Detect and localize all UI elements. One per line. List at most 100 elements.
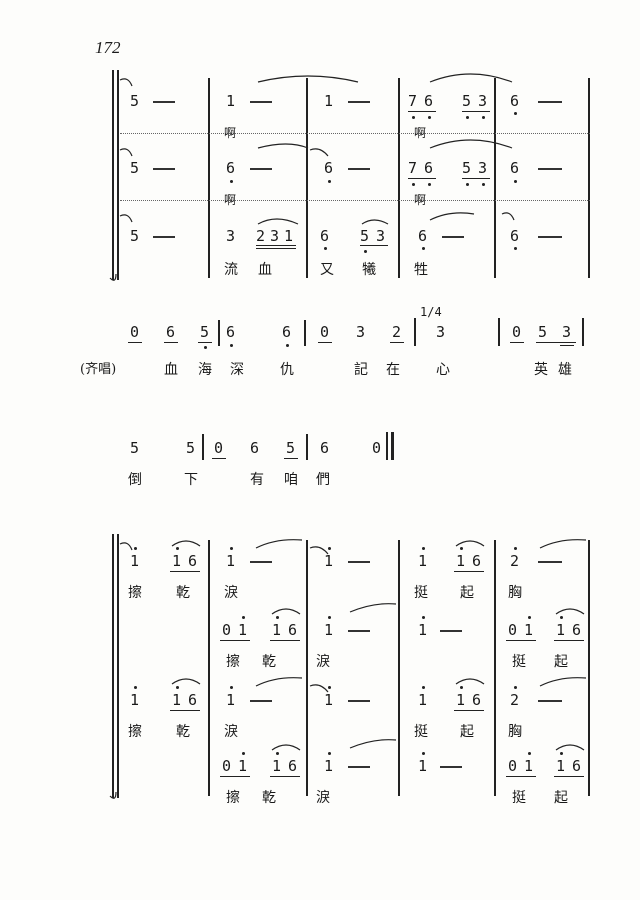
extension-dash	[250, 101, 272, 103]
note: 1	[524, 621, 534, 639]
tie	[255, 677, 303, 687]
part-label: (齐唱)	[80, 362, 117, 377]
note: 0	[320, 323, 330, 341]
note: 1	[284, 227, 294, 245]
barline	[398, 78, 400, 278]
lyric: 又	[320, 262, 334, 278]
high-dot	[176, 686, 179, 689]
underline	[256, 248, 296, 249]
extension-dash	[348, 168, 370, 170]
underline	[454, 571, 484, 572]
extension-dash	[153, 236, 175, 238]
system-bracket-inner	[117, 70, 119, 280]
lyric: 咱	[284, 472, 298, 488]
high-dot	[460, 686, 463, 689]
note: 3	[436, 323, 446, 341]
note: 1	[324, 621, 334, 639]
note: 3	[562, 323, 572, 341]
underline	[506, 640, 536, 641]
tie	[429, 73, 513, 83]
lyric: 們	[316, 472, 330, 488]
lyric: 起	[460, 724, 474, 740]
barline	[398, 540, 400, 796]
high-dot	[328, 547, 331, 550]
tie	[349, 739, 397, 749]
slur	[555, 744, 585, 751]
lyric: 啊	[414, 193, 427, 207]
high-dot	[560, 752, 563, 755]
note: 0	[512, 323, 522, 341]
note: 1	[130, 691, 140, 709]
low-dot	[466, 183, 469, 186]
page-number: 172	[95, 38, 121, 57]
note: 6	[572, 621, 582, 639]
barline	[304, 320, 306, 346]
high-dot	[514, 686, 517, 689]
high-dot	[460, 547, 463, 550]
note: 0	[372, 439, 382, 457]
tie	[309, 546, 329, 555]
note: 1	[524, 757, 534, 775]
note: 1	[172, 691, 182, 709]
high-dot	[560, 616, 563, 619]
lyric: 挺	[512, 790, 526, 806]
tie	[539, 677, 587, 687]
note: 1	[556, 757, 566, 775]
note: 6	[226, 323, 236, 341]
extension-dash	[153, 168, 175, 170]
note: 2	[510, 552, 520, 570]
tie	[501, 212, 515, 221]
note: 6	[510, 227, 520, 245]
low-dot	[364, 250, 367, 253]
slur	[171, 540, 201, 547]
note: 0	[508, 621, 518, 639]
low-dot	[230, 180, 233, 183]
high-dot	[422, 686, 425, 689]
underline	[560, 345, 574, 346]
lyric: 淚	[316, 790, 330, 806]
staff-divider	[120, 200, 590, 201]
note: 5	[462, 92, 472, 110]
low-dot	[412, 116, 415, 119]
note: 3	[270, 227, 280, 245]
extension-dash	[250, 561, 272, 563]
high-dot	[134, 547, 137, 550]
extension-dash	[250, 700, 272, 702]
lyric: 胸	[508, 724, 522, 740]
note: 6	[324, 159, 334, 177]
barline	[218, 320, 220, 346]
barline	[582, 318, 584, 346]
underline	[408, 178, 436, 179]
lyric: 有	[250, 472, 264, 488]
lyric: 乾	[176, 585, 190, 601]
extension-dash	[153, 101, 175, 103]
note: 1	[226, 92, 236, 110]
note: 6	[288, 621, 298, 639]
low-dot	[422, 247, 425, 250]
lyric: 雄	[558, 362, 572, 378]
note: 6	[572, 757, 582, 775]
note: 6	[282, 323, 292, 341]
note: 3	[478, 92, 488, 110]
extension-dash	[538, 700, 562, 702]
extension-dash	[538, 561, 562, 563]
low-dot	[286, 344, 289, 347]
extension-dash	[348, 630, 370, 632]
slur	[455, 678, 485, 685]
high-dot	[242, 752, 245, 755]
slur	[455, 540, 485, 547]
underline	[198, 342, 212, 343]
extension-dash	[442, 236, 464, 238]
extension-dash	[538, 168, 562, 170]
high-dot	[422, 752, 425, 755]
note: 6	[510, 159, 520, 177]
lyric: 起	[460, 585, 474, 601]
high-dot	[528, 752, 531, 755]
lyric: 擦	[226, 790, 240, 806]
underline	[212, 458, 226, 459]
low-dot	[412, 183, 415, 186]
lyric: 啊	[414, 126, 427, 140]
final-barline	[588, 540, 590, 796]
underline	[554, 640, 584, 641]
underline	[256, 245, 296, 246]
